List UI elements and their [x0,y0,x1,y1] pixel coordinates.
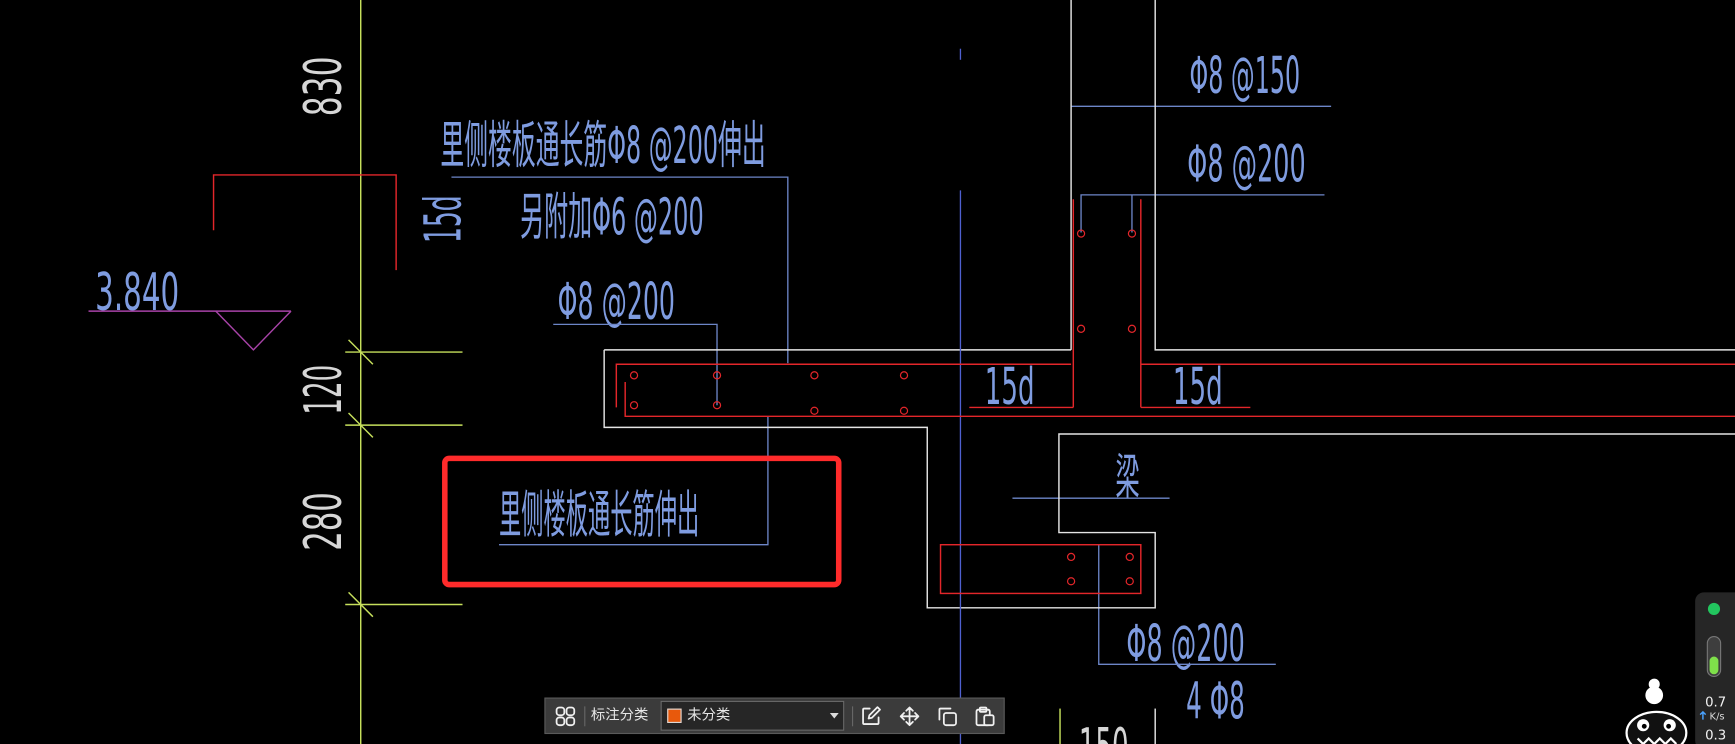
status-dot [1707,602,1721,616]
slab-continuous-bar-note: 里侧楼板通长筋Φ8 @200伸出 [440,117,765,176]
dimension-tick [348,339,374,365]
mascot-top-blob [1648,678,1660,690]
paste-icon [975,706,995,727]
copy-icon [938,707,957,727]
chevron-down-icon [829,713,839,719]
anchorage-left-note: 15d [985,358,1035,417]
copy-button[interactable] [935,704,959,728]
leader-line [1098,544,1276,665]
mascot-pupil [1666,723,1672,729]
dimension-tick [348,591,374,618]
rebar-dot [899,406,909,415]
network-widget[interactable]: 0.7 K/s 0.3 [1695,592,1735,744]
rebar-dot [712,371,722,380]
rebar-dot [629,401,639,410]
category-select[interactable]: 未分类 [660,700,845,731]
anchorage-bar [212,174,397,271]
paste-button[interactable] [973,704,997,728]
rebar-dot [712,401,722,410]
dimension-text-lower: 280 [294,492,354,551]
upload-speed: 0.7 [1705,695,1726,710]
rebar-dots [629,229,1137,586]
rebar-dot [1127,229,1137,238]
beam-stirrup [939,543,1142,595]
elevation-text: 3.840 [95,263,179,323]
speed-unit: K/s [1710,712,1725,723]
rebar-dot [629,371,639,380]
mascot-body [1625,710,1688,744]
elevation-triangle [215,310,292,351]
markup-highlight-box[interactable] [442,455,842,588]
mascot-teeth [1636,736,1678,744]
layout-button[interactable] [553,704,577,728]
rebar-dot [1125,552,1134,562]
mascot-pupil [1641,723,1647,729]
slab-bar-extension-note: 里侧楼板通长筋伸出 [499,487,699,546]
rebar-dot [1076,229,1086,238]
annotation-toolbar: 标注分类 未分类 [544,697,1005,735]
anchorage-right-note: 15d [1173,358,1223,417]
column-stirrup-note: Φ8 @150 [1189,47,1300,106]
toolbar-divider [852,706,854,727]
dimension-chain [345,0,1061,744]
anchorage-vertical-text: 15d [414,195,473,243]
rebar-dot [899,371,909,380]
beam-stirrup-note: Φ8 @200 [1126,615,1244,674]
category-label: 标注分类 [590,707,649,725]
beam-bars-note: 4 Φ8 [1186,673,1245,732]
rebar-dot [1127,324,1137,333]
additional-bar-note: 另附加Φ6 @200 [520,189,704,248]
edit-icon [862,706,881,725]
category-value: 未分类 [687,707,731,725]
category-color-swatch [667,708,682,723]
grid-icon [555,706,576,727]
bottom-dimension-text: 150 [1079,718,1129,744]
rebar-dot [1125,577,1134,586]
leader-line [451,176,789,364]
column-tie-note: Φ8 @200 [1187,136,1305,195]
mascot-icon[interactable] [1625,678,1688,744]
download-speed: 0.3 [1705,729,1726,744]
concrete-outline [603,0,1735,744]
mascot-top-blob [1645,686,1664,705]
rebar-dot [1066,552,1076,562]
meter-fill [1709,656,1719,675]
slab-beam-edge [603,349,1735,609]
beam-label: 梁 [1115,450,1139,506]
dimension-text-slab: 120 [294,365,354,415]
upload-arrow-icon [1699,710,1707,720]
slab-bottom-bar-note: Φ8 @200 [558,273,675,332]
rebar-dot [810,371,819,380]
rebar-dot [1066,577,1076,586]
move-button[interactable] [897,704,921,728]
rebar-group [615,199,1735,595]
leader-line [1080,194,1325,233]
slab-bottom-bar [624,381,1735,418]
column-edge [1154,0,1735,351]
rebar-dot [1076,324,1086,333]
dimension-text-top: 830 [294,56,354,116]
dimension-tick [348,412,374,438]
toolbar-divider [584,706,586,727]
edit-button[interactable] [859,704,883,728]
rebar-dot [810,406,819,415]
slab-top-bar [615,363,1072,408]
move-icon [899,706,920,727]
